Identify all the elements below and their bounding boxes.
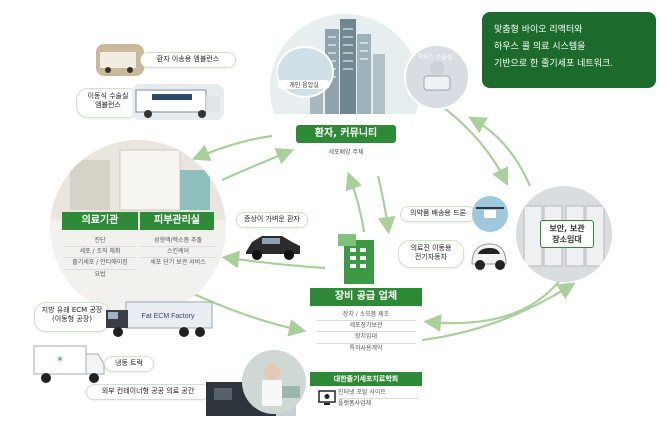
portal-line-1: 인터넷 포탈 사이트 <box>338 388 418 400</box>
left-hub-circle <box>50 140 226 316</box>
header-line-3: 기반으로 한 줄기세포 네트워크. <box>494 59 614 69</box>
arrow-right-to-top <box>468 116 532 187</box>
portal-items: 인터넷 포탈 사이트 플랫폼사업체 <box>338 388 418 409</box>
arrow-left-to-top <box>221 147 295 182</box>
ev-line-1: 의료진 이동용 <box>410 244 452 252</box>
house-surgery-label: 하우스 수술실 <box>417 54 453 61</box>
arrow-center-to-right <box>421 282 576 342</box>
skin-care-title: 피부관리실 <box>140 212 214 230</box>
header-line-2: 하우스 콜 의료 시스템을 <box>494 42 586 52</box>
ambulance-transport-photo <box>96 44 144 76</box>
mobile-surgery-line-2: 앰뷸런스 <box>95 100 121 109</box>
medical-item-3: 줄기세포 / 안티에이징 <box>64 258 136 270</box>
sedan-car-illustration <box>246 236 300 260</box>
supplier-item-3: 장치임대 <box>316 332 416 344</box>
equipment-supplier-title: 장비 공급 업체 <box>310 288 422 306</box>
monitor-icon <box>318 390 336 405</box>
container-space-label: 외부 컨테이너형 공공 의료 공간 <box>86 384 210 400</box>
portal-line-2: 플랫폼사업체 <box>338 400 372 408</box>
storage-rental-label: 보안, 보관 장소임대 <box>540 220 594 248</box>
ecm-truck-text: Fat ECM Factory <box>142 313 195 320</box>
arrow-left-to-center <box>184 289 307 337</box>
mobile-surgery-ambulance-label: 이동식 수술실 앰뷸런스 <box>76 88 140 118</box>
header-info-box: 맞춤형 바이오 리액터와 하우스 콜 의료 시스템을 기반으로 한 줄기세포 네… <box>482 12 656 88</box>
medical-item-4: 요법 <box>94 270 106 278</box>
ecm-line-1: 지방 유래 ECM 공장 <box>41 306 103 314</box>
medical-item-1: 진단 <box>64 236 136 248</box>
arrow-center-to-left <box>221 250 326 270</box>
supplier-items: 장치 / 소모품 제조 세포장기보관 장치임대 특허사용계약 <box>316 310 416 354</box>
skin-item-1: 성형액/엑소좀 추출 <box>140 236 216 248</box>
skin-care-items: 성형액/엑소좀 추출 스킨케어 세포 단기 보관 서비스 <box>140 236 216 269</box>
supplier-item-1: 장치 / 소모품 제조 <box>316 310 416 322</box>
arrow-right-to-center <box>423 279 561 332</box>
house-surgery-photo <box>404 44 470 110</box>
mild-patient-label: 증상이 가벼운 환자 <box>236 212 308 228</box>
ev-label: 의료진 이동용 전기자동차 <box>398 240 464 268</box>
top-hub-subtitle: 세포배양 주체 <box>328 149 364 156</box>
skin-item-3: 세포 단기 보관 서비스 <box>150 259 206 267</box>
ev-line-2: 전기자동차 <box>414 252 448 261</box>
ecm-line-2: (이동형 공장) <box>52 314 92 323</box>
svg-text:*: * <box>57 354 63 368</box>
negative-pressure-room-photo <box>276 46 334 98</box>
supplier-item-2: 세포장기보관 <box>316 321 416 333</box>
top-hub-title: 환자, 커뮤니티 <box>296 125 396 143</box>
ambulance-transport-label: 환자 이송용 앰뷸런스 <box>140 52 236 68</box>
arrow-top-to-left <box>191 134 273 162</box>
medical-institution-items: 진단 세포 / 조직 채취 줄기세포 / 안티에이징 요법 <box>64 236 136 280</box>
arrow-top-to-center <box>376 175 396 235</box>
refrigerated-truck-illustration: * <box>33 345 105 383</box>
mobile-surgery-line-1: 이동식 수술실 <box>87 92 129 100</box>
stem-cell-society-title: 대한줄기세포치료학회 <box>310 372 422 386</box>
electric-car-illustration <box>471 243 507 270</box>
medical-institution-title: 의료기관 <box>62 212 138 230</box>
drone-photo <box>472 196 508 232</box>
storage-line-2: 장소임대 <box>552 235 582 244</box>
drone-delivery-label: 의약품 배송용 드론 <box>400 206 476 222</box>
skin-item-2: 스킨케어 <box>140 247 216 259</box>
negative-pressure-room-label: 개인 음압실 <box>278 80 330 89</box>
ecm-factory-label: 지방 유래 ECM 공장 (이동형 공장) <box>34 302 110 332</box>
medical-item-2: 세포 / 조직 채취 <box>64 247 136 259</box>
storage-line-1: 보안, 보관 <box>549 224 585 233</box>
freezer-truck-label: 냉동 트럭 <box>104 356 154 372</box>
supplier-item-4: 특허사용계약 <box>349 344 383 352</box>
mobile-surgery-ambulance-photo <box>132 84 224 120</box>
header-line-1: 맞춤형 바이오 리액터와 <box>494 25 583 35</box>
arrow-center-to-top <box>345 171 366 233</box>
supplier-building-icon <box>338 234 374 284</box>
ecm-factory-truck-illustration: Fat ECM Factory <box>106 301 213 337</box>
lab-scientist-photo <box>242 350 306 414</box>
